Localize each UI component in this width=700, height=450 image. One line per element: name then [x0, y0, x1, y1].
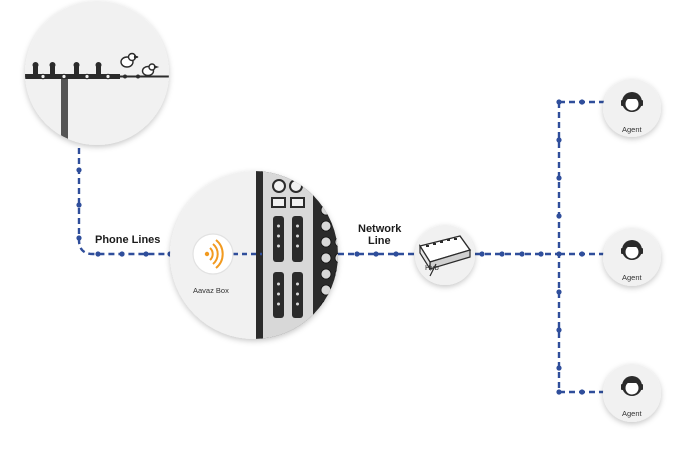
agent-label: Agent	[622, 273, 642, 282]
phone-lines-label: Phone Lines	[95, 234, 161, 246]
agent-node	[603, 228, 661, 286]
agent-node	[603, 79, 661, 137]
telephone-pole-icon	[25, 62, 169, 145]
headset-agent-icon	[621, 376, 643, 396]
aavaz-logo-icon	[192, 233, 234, 275]
network-line-label: Network Line	[358, 223, 401, 247]
connector-lines	[76, 99, 605, 395]
headset-agent-icon	[621, 92, 643, 112]
headset-agent-icon	[621, 240, 643, 260]
hub-node	[415, 225, 475, 285]
agent-node	[603, 364, 661, 422]
agent-label: Agent	[622, 409, 642, 418]
network-hub-icon	[418, 235, 472, 277]
aavaz-box-node	[170, 171, 338, 339]
aavaz-box-label: Aavaz Box	[193, 286, 229, 295]
telephone-pole-node	[25, 1, 169, 145]
bird-icon	[120, 52, 160, 77]
network-line-label-line2: Line	[368, 235, 391, 247]
network-line-label-line1: Network	[358, 223, 402, 235]
hub-label: Hub	[425, 263, 439, 272]
agent-label: Agent	[622, 125, 642, 134]
